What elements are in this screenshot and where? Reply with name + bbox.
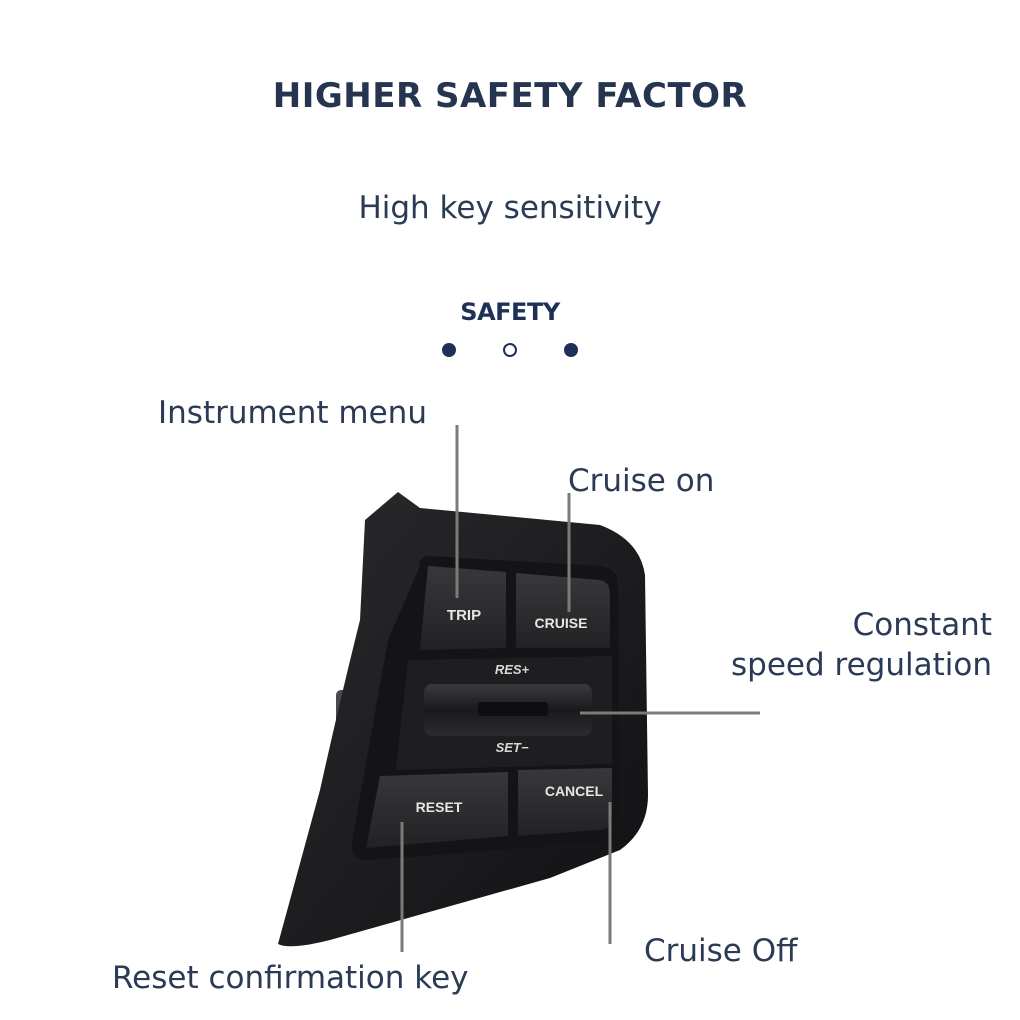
set-minus-label: SET− bbox=[496, 740, 529, 755]
callout-cruise-off: Cruise Off bbox=[644, 933, 798, 969]
dot-filled-left bbox=[442, 343, 456, 357]
callout-cruise-on: Cruise on bbox=[568, 463, 715, 499]
reset-button[interactable]: RESET bbox=[366, 772, 508, 848]
callout-constant-speed: Constant speed regulation bbox=[700, 605, 992, 685]
page-subtitle: High key sensitivity bbox=[358, 190, 662, 226]
cruise-button[interactable]: CRUISE bbox=[516, 573, 610, 648]
callout-constant-line1: Constant bbox=[852, 607, 992, 643]
res-plus-label: RES+ bbox=[495, 662, 530, 677]
cancel-button[interactable]: CANCEL bbox=[518, 768, 612, 836]
res-set-rocker[interactable]: RES+ SET− bbox=[396, 656, 612, 770]
dot-hollow-center bbox=[503, 343, 517, 357]
trip-button[interactable]: TRIP bbox=[420, 566, 506, 650]
trip-label: TRIP bbox=[447, 607, 481, 624]
cancel-label: CANCEL bbox=[545, 783, 604, 799]
callout-reset-key: Reset confirmation key bbox=[112, 960, 469, 996]
callout-instrument-menu: Instrument menu bbox=[158, 395, 427, 431]
cruise-label: CRUISE bbox=[535, 615, 588, 631]
dot-filled-right bbox=[564, 343, 578, 357]
safety-logo: SAFETY bbox=[460, 298, 560, 326]
page-title: HIGHER SAFETY FACTOR bbox=[272, 76, 748, 116]
callout-constant-line2: speed regulation bbox=[731, 647, 992, 683]
reset-label: RESET bbox=[416, 799, 463, 815]
